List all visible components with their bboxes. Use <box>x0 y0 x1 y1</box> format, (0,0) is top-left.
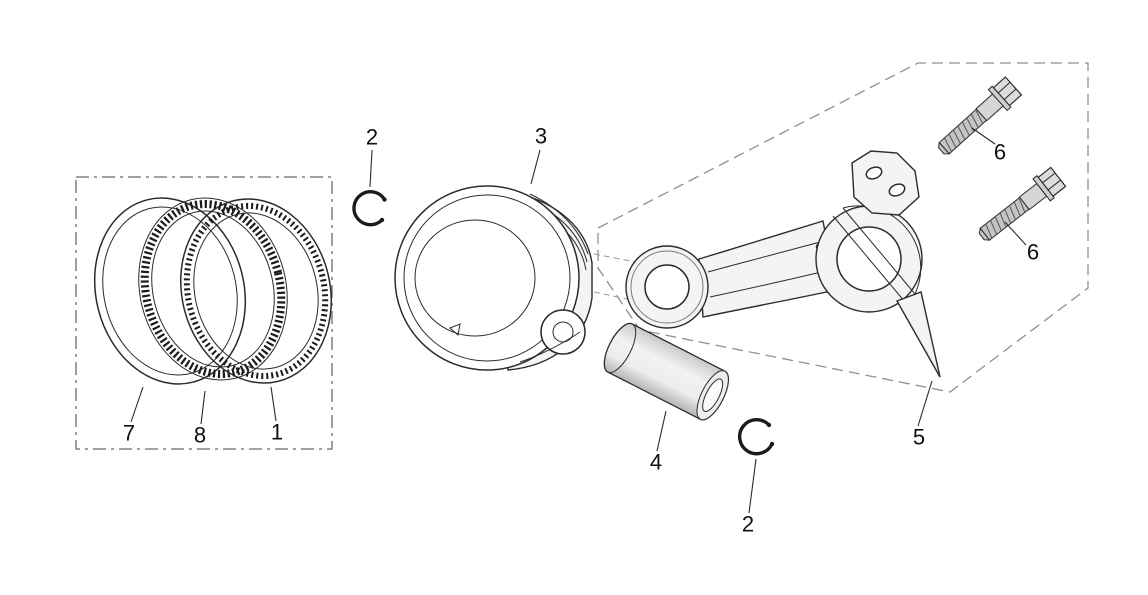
piston-ring-7 <box>93 197 247 385</box>
rod-cap-tail <box>895 291 941 378</box>
bolt-hole <box>865 166 883 180</box>
ring-set-frame <box>75 176 333 450</box>
callout-ring-8: 8 <box>194 423 206 448</box>
callout-circlip-upper: 2 <box>366 125 378 150</box>
bolt-hole <box>888 183 906 197</box>
connecting-rod <box>625 150 941 378</box>
piston <box>394 185 593 371</box>
oil-ring-8 <box>138 197 288 381</box>
rod-bolt-upper <box>931 74 1024 162</box>
callout-bolt-upper: 6 <box>994 140 1006 165</box>
callout-connecting-rod: 5 <box>913 425 925 450</box>
crown-arrow-mark <box>449 323 461 336</box>
assembly-line <box>593 253 637 263</box>
callout-bolt-lower: 6 <box>1027 240 1039 265</box>
leader-lines <box>130 127 1027 514</box>
pin-boss <box>540 309 586 355</box>
callout-ring-7: 7 <box>123 421 135 446</box>
bearing-cap-boss <box>851 150 920 216</box>
piston-pin <box>603 322 729 421</box>
callout-piston-pin: 4 <box>650 450 662 475</box>
piston-ring-1 <box>180 198 332 384</box>
piston-crown <box>394 185 580 371</box>
circlip-upper <box>352 190 387 227</box>
callout-circlip-lower: 2 <box>742 512 754 537</box>
circlip-lower <box>737 417 775 456</box>
callout-ring-1: 1 <box>271 420 283 445</box>
rod-bolt-lower <box>972 165 1068 249</box>
assembly-line <box>593 291 633 301</box>
assembly-ghost-outline <box>597 62 1089 393</box>
callout-piston: 3 <box>535 124 547 149</box>
